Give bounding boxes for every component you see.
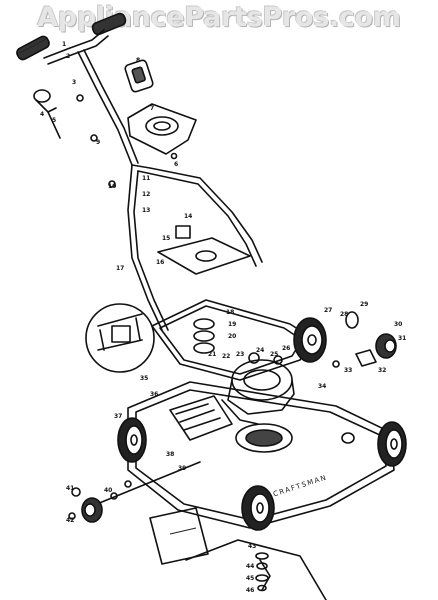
callout-34: 34 [318,383,326,390]
callout-12: 12 [142,191,150,198]
callout-44: 44 [246,563,254,570]
callout-29: 29 [360,301,368,308]
callout-27: 27 [324,307,332,314]
callout-42: 42 [66,517,74,524]
front-wheel-bottom [241,485,275,531]
callout-8: 8 [136,57,140,64]
callout-11: 11 [142,175,150,182]
callout-31: 31 [398,335,406,342]
lower-handle [127,164,263,331]
callout-22: 22 [222,353,230,360]
callout-35: 35 [140,375,148,382]
callout-15: 15 [162,235,170,242]
starter-handle [124,59,154,93]
front-wheel-left [117,417,147,463]
control-panel [127,103,197,160]
callout-21: 21 [208,351,216,358]
callout-7: 7 [150,105,154,112]
throttle-control [33,89,116,188]
upper-handle [43,29,139,166]
callout-32: 32 [378,367,386,374]
rear-deflector [149,507,209,565]
deck-brand-label: CRAFTSMAN [272,473,328,498]
callout-43: 43 [248,543,256,550]
callout-17: 17 [116,265,124,272]
callout-10: 10 [108,183,116,190]
bag-mount-plate [157,225,251,275]
rear-wheel-right [293,317,327,363]
front-axle [68,461,201,523]
blade-hardware [255,552,269,592]
callout-36: 36 [150,391,158,398]
callout-26: 26 [282,345,290,352]
callout-14: 14 [184,213,192,220]
callout-46: 46 [246,587,254,594]
callout-19: 19 [228,321,236,328]
callout-20: 20 [228,333,236,340]
callout-39: 39 [178,465,186,472]
callout-2: 2 [66,53,70,60]
callout-33: 33 [344,367,352,374]
callout-13: 13 [142,207,150,214]
handle-grip-right [91,12,127,36]
callout-9: 9 [96,139,100,146]
callout-45: 45 [246,575,254,582]
callout-30: 30 [394,321,402,328]
callout-5: 5 [52,117,56,124]
callout-28: 28 [340,311,348,318]
callout-16: 16 [156,259,164,266]
callout-4: 4 [40,111,44,118]
callout-1: 1 [62,41,66,48]
discharge-chute [169,395,233,441]
callout-6: 6 [174,161,178,168]
callout-labels: 1 2 3 4 5 6 7 8 9 10 11 12 13 14 15 16 1… [40,41,406,594]
callout-24: 24 [256,347,264,354]
callout-40: 40 [104,487,112,494]
callout-18: 18 [226,309,234,316]
callout-3: 3 [72,79,76,86]
wheel-hardware-right [332,311,397,368]
callout-37: 37 [114,413,122,420]
callout-38: 38 [166,451,174,458]
rear-wheel-far-right [377,421,407,467]
handle-grip-left [16,35,50,61]
callout-25: 25 [270,351,278,358]
callout-23: 23 [236,351,244,358]
detail-inset [85,303,155,373]
callout-41: 41 [66,485,74,492]
